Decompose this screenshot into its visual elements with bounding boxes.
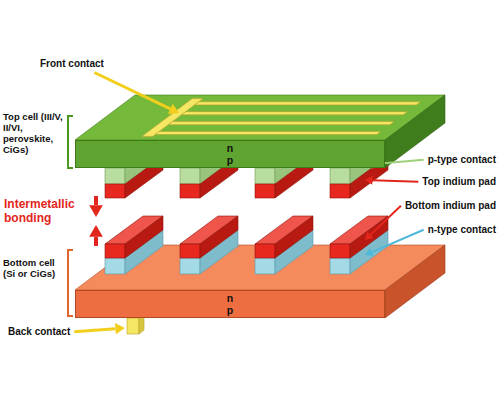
p-type-contact-bar-front	[180, 168, 200, 184]
top-cell-top-face	[75, 95, 445, 140]
leader-arrow-shaft	[372, 180, 418, 182]
callout-label: n-type contact	[428, 224, 496, 236]
layer-letter: n	[227, 292, 233, 304]
p-type-contact-bar-front	[255, 168, 275, 184]
leader-arrow-head	[115, 323, 125, 334]
top-indium-pad-front	[255, 184, 275, 198]
leader-arrow-shaft	[94, 73, 170, 109]
leader-arrow-shaft	[370, 206, 401, 235]
bottom-indium-pad-side	[200, 216, 238, 258]
top-indium-pad-front	[105, 184, 125, 198]
callout-label: Back contact	[8, 326, 70, 338]
n-type-contact-bar-front	[180, 258, 200, 274]
callout-label: Bottom cell (Si or CiGs)	[3, 258, 65, 280]
bonding-up-arrow-shaft	[94, 237, 98, 246]
front-contact-finger	[181, 112, 407, 115]
bottom-indium-pad-front	[105, 244, 125, 258]
callout-label: Top cell (III/V, II/VI, perovskite, CiGs…	[3, 112, 65, 156]
bottom-contact-bars	[105, 216, 388, 274]
leader-arrows	[74, 73, 423, 335]
bonding-down-arrow-head	[89, 205, 103, 217]
callout-label: p-type contact	[428, 154, 496, 166]
layer-letter: p	[227, 154, 233, 166]
p-type-contact-bar-front	[330, 168, 350, 184]
leader-arrow-head	[365, 232, 373, 240]
top-cell-bracket	[68, 116, 73, 168]
bonding-arrows	[89, 196, 103, 246]
n-type-contact-bar-front	[105, 258, 125, 274]
cell-front-face: np	[75, 140, 385, 168]
bottom-cell-side-face	[385, 245, 445, 318]
bottom-indium-pad-side	[275, 216, 313, 258]
bottom-indium-pad-front	[330, 244, 350, 258]
layer-letter: n	[227, 142, 233, 154]
annotation-label: Intermetallic bonding	[4, 198, 90, 226]
layer-letter: p	[227, 304, 233, 316]
leader-arrow-head	[365, 176, 373, 185]
bottom-indium-pad-front	[255, 244, 275, 258]
callout-label: Bottom indium pad	[405, 200, 496, 212]
top-indium-pad-front	[180, 184, 200, 198]
front-contact-finger	[195, 102, 421, 105]
n-type-contact-bar-front	[330, 258, 350, 274]
top-cell-slab	[75, 95, 445, 168]
p-type-contact-bar-front	[105, 168, 125, 184]
leader-arrow-head	[365, 248, 374, 256]
leader-arrow-shaft	[372, 230, 424, 252]
bottom-indium-pad-side	[125, 216, 163, 258]
bonding-down-arrow-shaft	[94, 196, 98, 205]
top-indium-pad-front	[330, 184, 350, 198]
callout-label: Front contact	[40, 58, 104, 70]
bonding-up-arrow-head	[89, 225, 103, 237]
bottom-indium-pad-front	[180, 244, 200, 258]
callout-label: Top indium pad	[422, 176, 496, 188]
bottom-cell-bracket	[68, 250, 73, 316]
front-contact-finger	[168, 122, 394, 125]
back-contact-block-front	[127, 318, 139, 334]
leader-arrow-head	[168, 104, 179, 114]
cell-front-face: np	[75, 290, 385, 318]
front-contact-busbar	[142, 99, 203, 137]
leader-arrow-shaft	[74, 329, 115, 332]
n-type-contact-bar-front	[255, 258, 275, 274]
front-contact-finger	[155, 131, 381, 134]
